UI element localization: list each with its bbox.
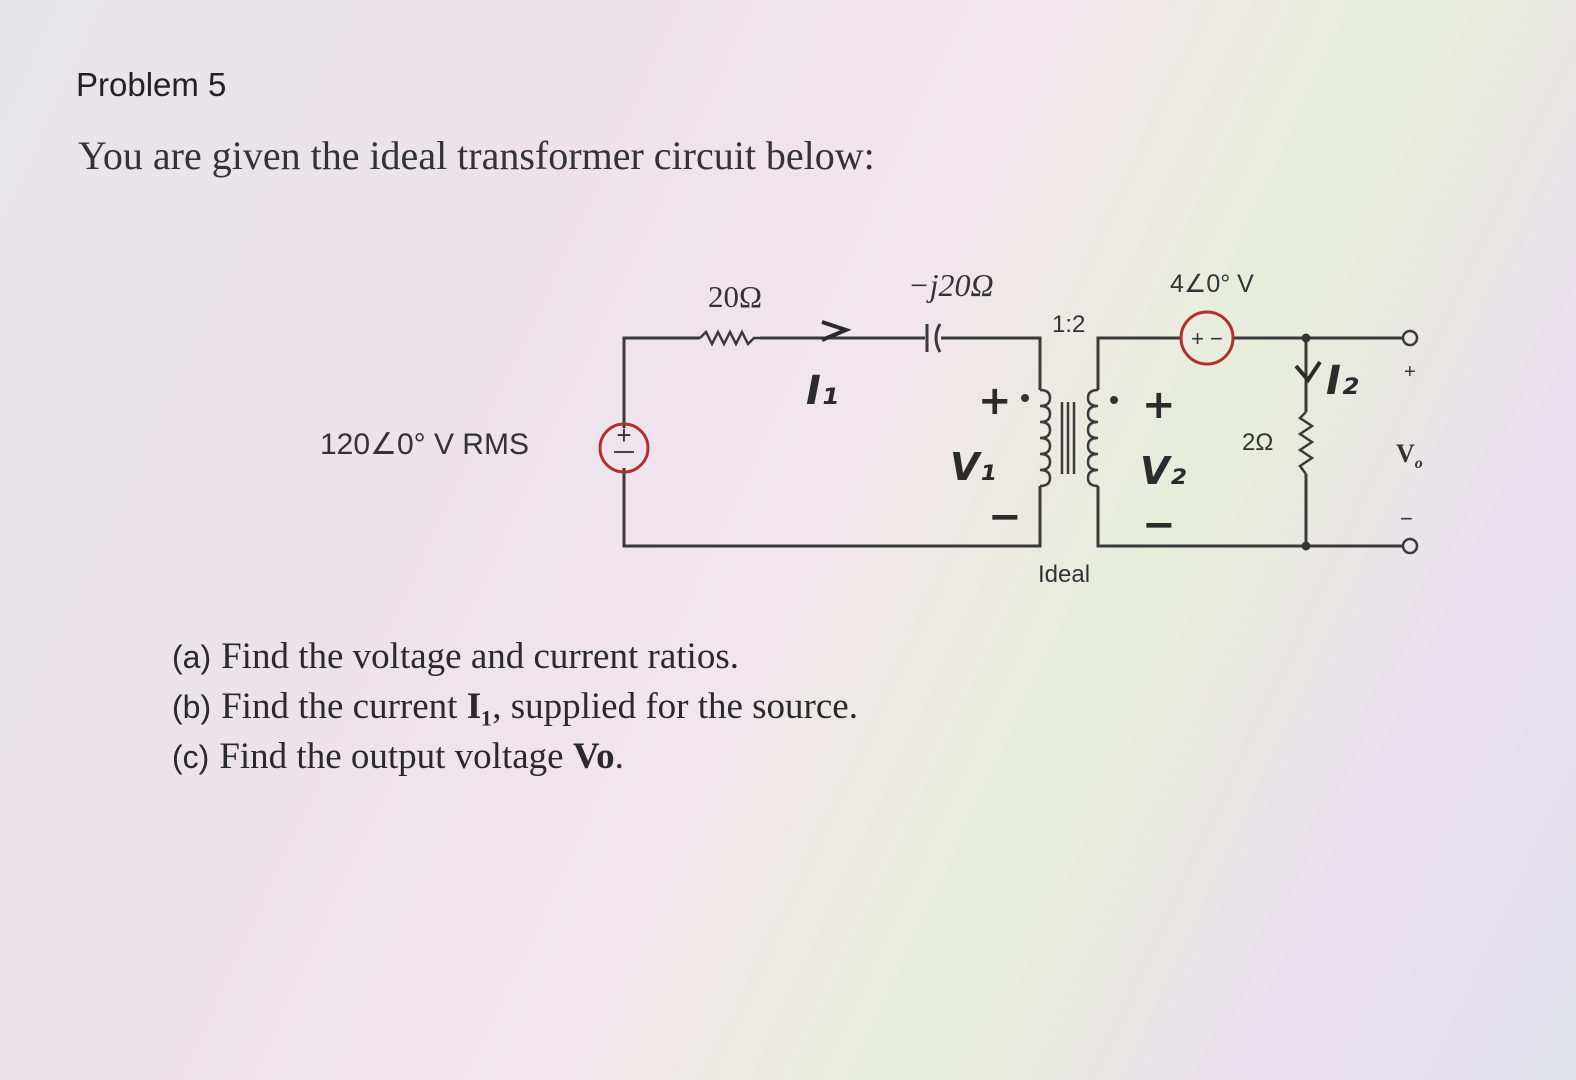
output-terminal-top xyxy=(1401,329,1419,347)
question-a: (a)Find the voltage and current ratios. xyxy=(172,632,858,682)
source-label: 120∠0° V RMS xyxy=(320,428,529,461)
node-bottom xyxy=(1301,541,1311,551)
handwritten-v2-minus: − xyxy=(1142,502,1176,548)
i2-arrow xyxy=(1294,360,1322,384)
source-plus-sign: + xyxy=(616,420,631,450)
r2-label: 2Ω xyxy=(1242,429,1273,456)
question-c: (c)Find the output voltage Vo. xyxy=(172,732,858,782)
question-c-prefix: (c) xyxy=(172,739,210,775)
secondary-wires xyxy=(1096,336,1402,548)
problem-intro: You are given the ideal transformer circ… xyxy=(78,133,875,178)
capacitor-label: −j20Ω xyxy=(908,267,994,303)
question-b-text-before: Find the current xyxy=(221,686,467,727)
handwritten-i2: I₂ xyxy=(1326,358,1359,404)
handwritten-v2-plus: + xyxy=(1142,382,1176,428)
voltage-source: + xyxy=(598,420,650,474)
handwritten-v1-minus: − xyxy=(988,494,1022,540)
ideal-label: Ideal xyxy=(1038,561,1090,588)
capacitor-symbol xyxy=(925,323,942,353)
problem-title: Problem 5 xyxy=(76,66,227,103)
question-b: (b)Find the current I₁, supplied for the… xyxy=(172,682,858,732)
secondary-source-label: 4∠0° V xyxy=(1170,270,1254,298)
secondary-voltage-source: + − xyxy=(1179,310,1235,366)
vo-plus-sign: + xyxy=(1404,361,1416,383)
handwritten-v1-plus: + xyxy=(978,378,1012,424)
question-a-prefix: (a) xyxy=(172,639,212,675)
question-b-prefix: (b) xyxy=(172,689,212,725)
vo-minus-sign: − xyxy=(1400,506,1413,531)
question-c-bold: Vo xyxy=(572,736,615,777)
primary-wires xyxy=(622,336,1042,548)
handwritten-v2: V₂ xyxy=(1140,449,1186,493)
r1-label: 20Ω xyxy=(708,279,762,314)
node-top xyxy=(1301,333,1311,343)
turns-ratio-label: 1:2 xyxy=(1052,311,1085,338)
question-b-text-after: , supplied for the source. xyxy=(492,686,858,727)
i1-arrow xyxy=(821,320,852,342)
resistor-r1 xyxy=(699,329,760,347)
question-c-text-before: Find the output voltage xyxy=(219,736,573,777)
handwritten-v1: V₁ xyxy=(950,445,996,489)
resistor-r2 xyxy=(1297,411,1315,475)
vo-label: Vo xyxy=(1396,439,1423,472)
handwritten-i1: I₁ xyxy=(806,368,838,414)
secondary-source-signs: + − xyxy=(1191,326,1223,351)
question-b-bold: I₁ xyxy=(466,686,493,727)
question-c-text-after: . xyxy=(614,736,624,777)
output-terminal-bottom xyxy=(1401,537,1419,555)
secondary-dot xyxy=(1110,396,1118,404)
question-a-text: Find the voltage and current ratios. xyxy=(221,636,739,677)
transformer xyxy=(1039,388,1099,488)
primary-dot xyxy=(1021,394,1029,402)
question-list: (a)Find the voltage and current ratios. … xyxy=(172,632,858,782)
